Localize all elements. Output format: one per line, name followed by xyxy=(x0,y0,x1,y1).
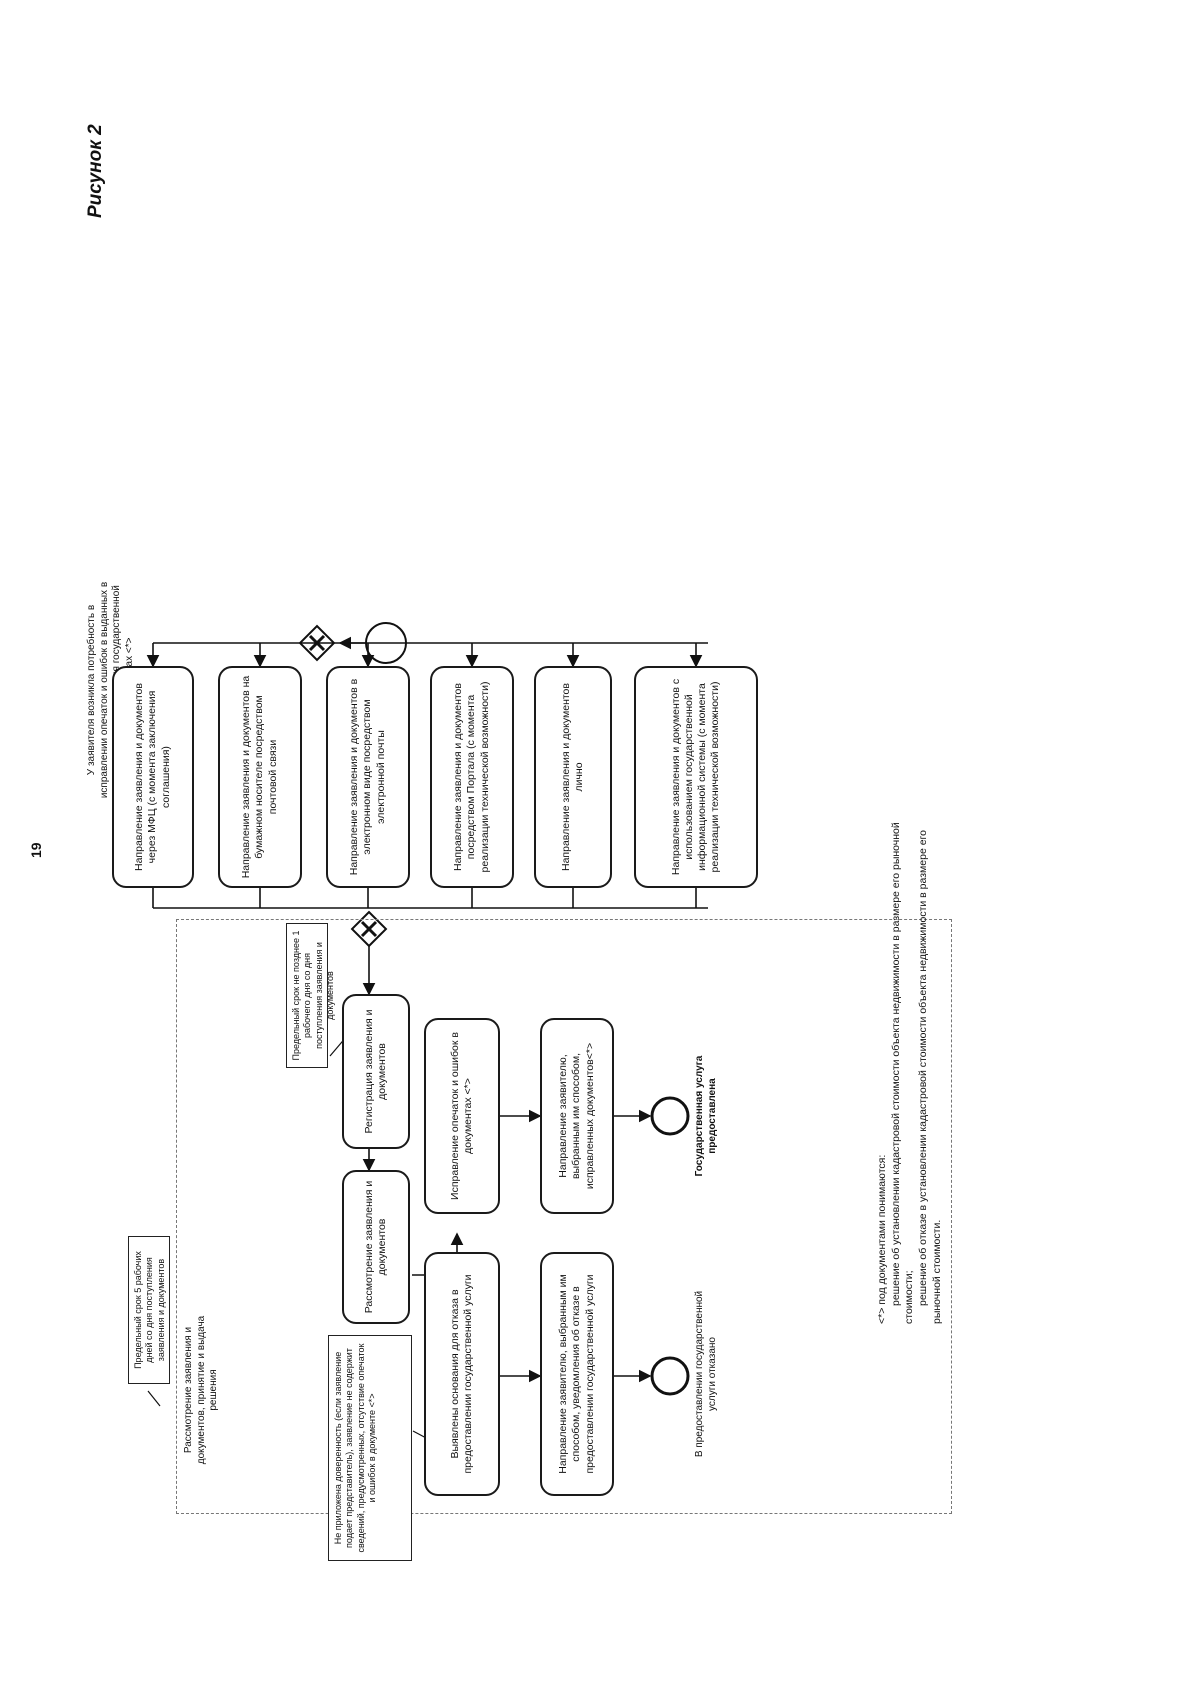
container-deadline-note: Предельный срок 5 рабочих дней со дня по… xyxy=(128,1236,170,1384)
end-provided-label: Государственная услуга предоставлена xyxy=(694,1055,718,1177)
page-number: 19 xyxy=(28,842,44,858)
container-note-pointer xyxy=(147,1390,161,1407)
channel-box-personal: Направление заявления и документов лично xyxy=(534,666,612,888)
merge-gateway xyxy=(350,910,388,948)
footnote-title: <*> под документами понимаются: xyxy=(876,1154,888,1324)
channel-box-email: Направление заявления и документов в эле… xyxy=(326,666,410,888)
channel-box-post: Направление заявления и документов на бу… xyxy=(218,666,302,888)
end-refused-label: В предоставлении государственной услуги … xyxy=(694,1290,718,1458)
registration-box: Регистрация заявления и документов xyxy=(342,994,410,1149)
footnote: <*> под документами понимаются: решение … xyxy=(876,804,944,1324)
figure-label: Рисунок 2 xyxy=(85,124,106,218)
refusal-box: Выявлены основания для отказа в предоста… xyxy=(424,1252,500,1496)
end-event-refused-circle xyxy=(650,1356,690,1396)
refusal-send-box: Направление заявителю, выбранным им спос… xyxy=(540,1252,614,1496)
review-box: Рассмотрение заявления и документов xyxy=(342,1170,410,1324)
correction-box: Исправление опечаток и ошибок в документ… xyxy=(424,1018,500,1214)
channel-box-gis: Направление заявления и документов с исп… xyxy=(634,666,758,888)
refusal-reason-note: Не приложена доверенность (если заявлени… xyxy=(328,1335,412,1561)
end-event-provided-circle xyxy=(650,1096,690,1136)
channel-box-portal: Направление заявления и документов посре… xyxy=(430,666,514,888)
footnote-line-1: решение об установлении кадастровой стои… xyxy=(889,822,916,1324)
registration-deadline-note: Предельный срок не позднее 1 рабочего дн… xyxy=(286,923,335,1068)
footnote-line-2: решение об отказе в установлении кадастр… xyxy=(916,830,943,1324)
container-label: Рассмотрение заявления и документов, при… xyxy=(183,1315,219,1465)
correction-send-box: Направление заявителю, выбранным им спос… xyxy=(540,1018,614,1214)
channel-box-mfc: Направление заявления и документов через… xyxy=(112,666,194,888)
